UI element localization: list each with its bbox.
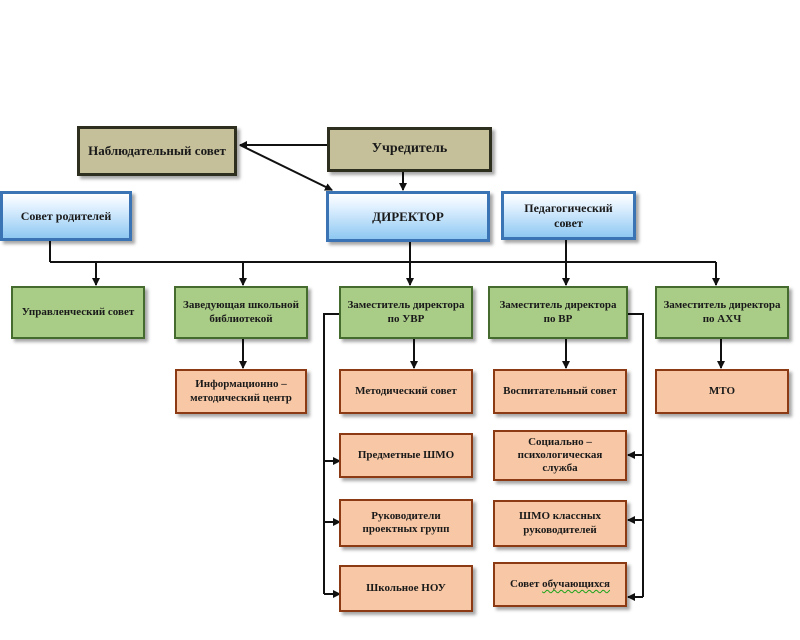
line-vr-bracket bbox=[628, 313, 644, 597]
node-director: ДИРЕКТОР bbox=[326, 191, 490, 242]
node-pedagogical-council: Педагогический совет bbox=[501, 191, 636, 240]
node-method-council: Методический совет bbox=[339, 369, 473, 414]
node-info-center: Информационно – методический центр bbox=[175, 369, 307, 414]
node-subject-shmo: Предметные ШМО bbox=[339, 433, 473, 478]
students-council-prefix: Совет bbox=[510, 577, 543, 590]
node-parents-council: Совет родителей bbox=[0, 191, 132, 241]
node-project-leaders: Руководители проектных групп bbox=[339, 499, 473, 547]
node-management-council: Управленческий совет bbox=[11, 286, 145, 339]
line-observer-director bbox=[239, 144, 333, 191]
node-educational-council: Воспитательный совет bbox=[493, 369, 627, 414]
node-deputy-uvr: Заместитель директора по УВР bbox=[339, 286, 473, 339]
students-council-word: обучающихся bbox=[542, 577, 610, 590]
line-uvr-bracket bbox=[323, 313, 340, 594]
node-observer-council: Наблюдательный совет bbox=[77, 126, 237, 176]
node-social-psych: Социально – психологическая служба bbox=[493, 430, 627, 481]
node-deputy-ahch: Заместитель директора по АХЧ bbox=[655, 286, 789, 339]
node-school-nou: Школьное НОУ bbox=[339, 565, 473, 612]
node-founder: Учредитель bbox=[327, 127, 492, 172]
node-students-council: Совет обучающихся bbox=[493, 562, 627, 607]
node-shmo-class: ШМО классных руководителей bbox=[493, 500, 627, 547]
node-mto: МТО bbox=[655, 369, 789, 414]
node-library-head: Заведующая школьной библиотекой bbox=[174, 286, 308, 339]
node-deputy-vr: Заместитель директора по ВР bbox=[488, 286, 628, 339]
